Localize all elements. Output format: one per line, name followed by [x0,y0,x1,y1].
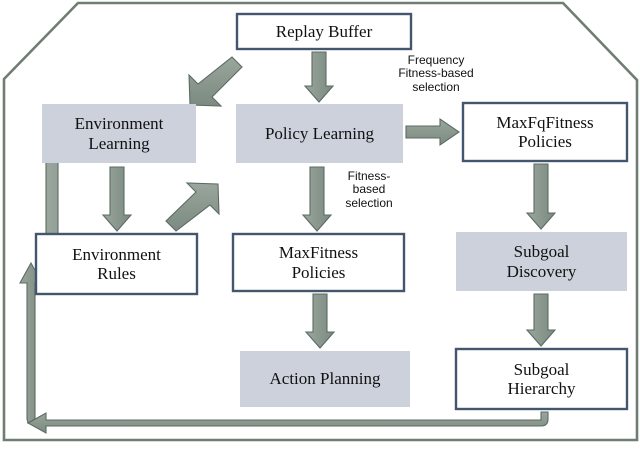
node-box-maxfitness-policies [231,232,406,293]
arrow-subgoal-discovery-to-subgoal-hierarchy [525,293,557,347]
node-box-replay-buffer [235,12,413,51]
arrow-maxfitness-policies-to-action-planning [304,293,336,349]
arrow-environment-rules-to-policy-learning [165,182,220,232]
node-box-subgoal-discovery [456,232,627,291]
node-box-action-planning [240,351,410,407]
octagon-boundary [2,1,639,442]
node-boxes [34,12,629,411]
node-box-environment-rules [34,232,199,296]
node-box-environment-learning [42,104,196,163]
arrow-replay-buffer-to-policy-learning [303,51,335,103]
arrow-subgoal-hierarchy-feedback-loop [19,261,549,434]
arrow-policy-learning-to-maxfqfitness-policies [405,117,460,147]
arrow-maxfqfitness-policies-to-subgoal-discovery [525,163,557,230]
node-box-maxfqfitness-policies [461,101,629,163]
arrow-policy-learning-to-maxfitness-policies [301,166,333,232]
node-box-subgoal-hierarchy [454,347,629,411]
arrow-replay-buffer-to-environment-learning [188,56,243,107]
arrow-environment-learning-to-environment-rules [101,166,133,232]
node-box-policy-learning [236,104,403,163]
